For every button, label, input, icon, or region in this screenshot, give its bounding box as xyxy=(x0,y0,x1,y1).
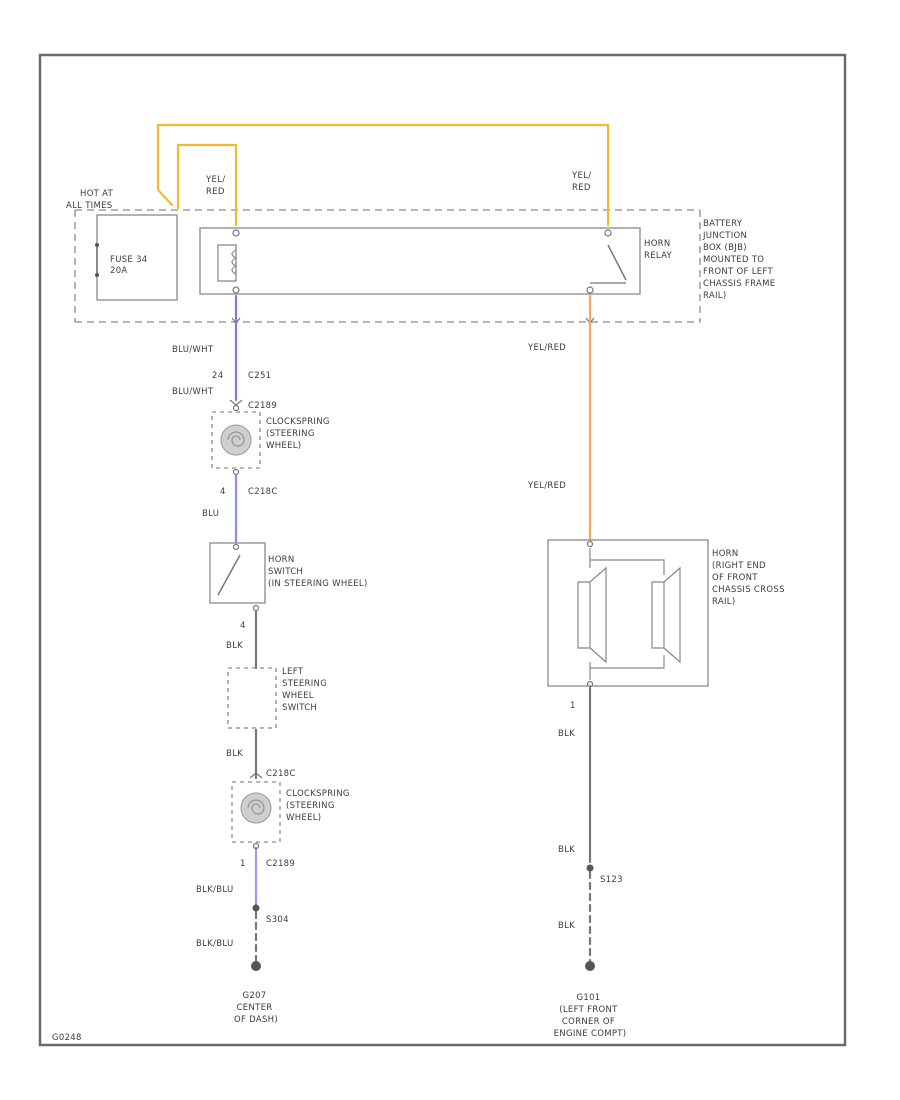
horn-switch-arm xyxy=(217,554,241,596)
label-fuse-34: FUSE 34 20A xyxy=(110,255,151,276)
connector-relay-coil-bottom xyxy=(232,286,240,294)
connector-relay-coil-top xyxy=(232,229,240,237)
connector-horn-switch-out xyxy=(252,604,260,612)
label-connector-c2189-upper: C2189 xyxy=(248,401,277,411)
label-wire-blk-r2: BLK xyxy=(558,845,575,855)
diagram-frame xyxy=(38,53,847,1047)
label-pin-1-right: 1 xyxy=(570,701,576,711)
connector-c218c-lower xyxy=(249,772,263,779)
horn-speaker-right xyxy=(651,566,681,664)
fuse-terminal-bottom xyxy=(95,273,99,277)
relay-switch-arm xyxy=(607,244,627,281)
clockspring-lower-outline xyxy=(231,781,281,843)
label-connector-c251: C251 xyxy=(248,371,271,381)
wire-yel-red-fuse-to-relay-right xyxy=(156,123,610,227)
label-hot-at-all-times: HOT AT ALL TIMES xyxy=(66,189,116,211)
label-pin-4b: 4 xyxy=(240,621,246,631)
ground-g207 xyxy=(251,961,261,971)
label-wire-blu-wht-1: BLU/WHT xyxy=(172,345,214,355)
connector-horn-in xyxy=(586,540,594,548)
left-steering-wheel-switch-outline xyxy=(227,667,277,729)
label-pin-24: 24 xyxy=(212,371,223,381)
label-clockspring-upper: CLOCKSPRING (STEERING WHEEL) xyxy=(266,417,333,451)
label-horn-relay: HORN RELAY xyxy=(644,239,674,261)
label-splice-s123: S123 xyxy=(600,875,623,885)
label-wire-yel-red-upper: YEL/RED xyxy=(527,343,566,353)
label-wire-blk-r3: BLK xyxy=(558,921,575,931)
label-left-steering-wheel-switch: LEFT STEERING WHEEL SWITCH xyxy=(282,667,330,713)
battery-junction-box-outline xyxy=(74,209,701,323)
label-yel-red-top-left: YEL/ RED xyxy=(205,175,228,197)
connector-c218c-upper xyxy=(232,468,240,476)
ground-g101 xyxy=(585,961,595,971)
label-wire-blk-blu-2: BLK/BLU xyxy=(196,939,233,949)
clockspring-lower-spiral xyxy=(247,799,265,815)
label-wire-blk-r1: BLK xyxy=(558,729,575,739)
horn-switch-box xyxy=(209,542,266,604)
connector-c2189-lower xyxy=(252,842,260,850)
label-wire-blu-wht-2: BLU/WHT xyxy=(172,387,214,397)
label-figure-code: G0248 xyxy=(52,1033,82,1043)
label-connector-c218c-lower: C218C xyxy=(266,769,296,779)
connector-horn-switch-in xyxy=(232,543,240,551)
clockspring-upper-outline xyxy=(211,411,261,469)
label-clockspring-lower: CLOCKSPRING (STEERING WHEEL) xyxy=(286,789,353,823)
connector-c2189-upper xyxy=(232,404,240,412)
splice-s123 xyxy=(586,864,594,872)
label-yel-red-top-right: YEL/ RED xyxy=(571,171,594,193)
connector-relay-switch-bottom xyxy=(586,286,594,294)
label-wire-blu: BLU xyxy=(202,509,219,519)
relay-coil xyxy=(217,244,237,282)
label-pin-4: 4 xyxy=(220,487,226,497)
label-horn: HORN (RIGHT END OF FRONT CHASSIS CROSS R… xyxy=(712,549,788,607)
connector-horn-out xyxy=(586,680,594,688)
horn-relay-box xyxy=(199,227,641,295)
connector-relay-switch-top xyxy=(604,229,612,237)
horn-internal-wiring xyxy=(589,548,665,680)
horn-box xyxy=(547,539,709,687)
label-wire-blk-1: BLK xyxy=(226,641,243,651)
horn-speaker-left xyxy=(577,566,607,664)
label-connector-c218c: C218C xyxy=(248,487,278,497)
label-wire-blk-2: BLK xyxy=(226,749,243,759)
clockspring-upper-spiral xyxy=(227,431,245,447)
label-battery-junction-box: BATTERY JUNCTION BOX (BJB) MOUNTED TO FR… xyxy=(702,219,778,301)
label-pin-1: 1 xyxy=(240,859,246,869)
label-wire-yel-red-lower: YEL/RED xyxy=(527,481,566,491)
label-ground-g207: G207 CENTER OF DASH) xyxy=(234,991,278,1025)
label-splice-s304: S304 xyxy=(266,915,289,925)
fuse-terminal-top xyxy=(95,243,99,247)
label-connector-c2189-lower: C2189 xyxy=(266,859,295,869)
label-horn-switch: HORN SWITCH (IN STEERING WHEEL) xyxy=(268,555,368,589)
clockspring-upper-symbol xyxy=(220,424,252,456)
wire-yel-red-fuse-to-relay-left xyxy=(176,143,238,227)
relay-coil-winding xyxy=(231,249,238,275)
label-wire-blk-blu-1: BLK/BLU xyxy=(196,885,233,895)
clockspring-lower-symbol xyxy=(240,792,272,824)
splice-s304 xyxy=(252,904,260,912)
label-ground-g101: G101 (LEFT FRONT CORNER OF ENGINE COMPT) xyxy=(554,993,627,1039)
